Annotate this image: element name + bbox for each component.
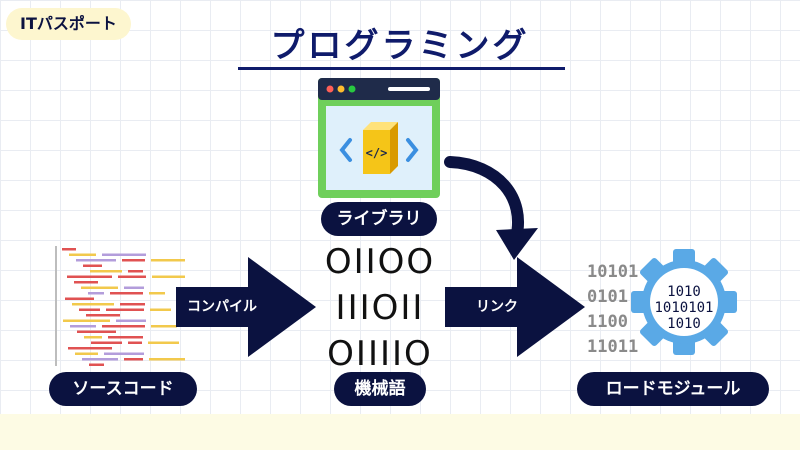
code-line-segment: [116, 319, 146, 322]
code-line-segment: [79, 308, 100, 311]
compile-arrow: [176, 257, 316, 357]
code-line-segment: [151, 259, 185, 262]
window-dot-red: [326, 85, 334, 93]
code-line-segment: [152, 275, 185, 278]
code-line-segment: [86, 314, 120, 317]
library-pill: ライブラリ: [321, 202, 437, 236]
gear-icon: [631, 249, 737, 355]
code-line-segment: [77, 330, 116, 333]
gear-bits-2: 1010101: [654, 300, 714, 316]
gear-bits-3: 1010: [667, 316, 701, 332]
link-arrow: [445, 257, 585, 357]
code-line-segment: [63, 319, 110, 322]
code-line-segment: [128, 341, 142, 344]
library-window-icon: </>: [318, 78, 440, 198]
code-line-segment: [124, 286, 144, 289]
gear-bits: 1010 1010101 1010: [644, 284, 724, 332]
code-line-segment: [102, 325, 145, 328]
category-tag: ITパスポート: [6, 8, 131, 40]
code-line-segment: [108, 336, 143, 339]
code-line-segment: [84, 336, 102, 339]
machine-code-pill: 機械語: [334, 372, 426, 406]
svg-text:</>: </>: [366, 146, 388, 160]
title-underline: [238, 67, 565, 70]
code-line-segment: [69, 253, 96, 256]
code-line-segment: [91, 341, 122, 344]
code-line-segment: [90, 270, 122, 273]
code-line-segment: [68, 347, 112, 350]
code-line-segment: [72, 303, 114, 306]
code-line-segment: [81, 286, 118, 289]
machine-code-line-1: OIIOO: [324, 242, 436, 282]
code-line-segment: [149, 292, 165, 295]
code-line-segment: [124, 358, 143, 361]
load-module-bits-3: 1100: [587, 312, 628, 332]
bottom-band: [0, 414, 800, 450]
source-code-illustration: [55, 246, 185, 366]
code-line-segment: [149, 358, 185, 361]
code-line-segment: [122, 259, 145, 262]
window-dot-green: [348, 85, 356, 93]
machine-code-line-2: IIIOII: [335, 288, 425, 328]
code-line-segment: [89, 363, 104, 366]
load-module-pill: ロードモジュール: [577, 372, 769, 406]
chevron-left-icon: [339, 138, 352, 162]
window-dot-yellow: [337, 85, 345, 93]
code-line-segment: [118, 275, 146, 278]
code-line-segment: [76, 259, 116, 262]
load-module-bits-1: 10101: [587, 262, 639, 282]
compile-label: コンパイル: [187, 299, 257, 315]
load-module-bits-4: 11011: [587, 337, 639, 357]
machine-code-line-3: OIIIIO: [327, 334, 433, 374]
code-line-segment: [104, 352, 144, 355]
code-line-segment: [148, 341, 179, 344]
code-line-segment: [110, 292, 143, 295]
code-line-segment: [150, 308, 171, 311]
code-line-segment: [70, 325, 96, 328]
source-code-pill: ソースコード: [49, 372, 197, 406]
curved-arrow: [444, 156, 538, 260]
load-module-bits-2: 0101: [587, 287, 628, 307]
code-line-segment: [83, 264, 102, 267]
code-line-segment: [67, 275, 112, 278]
chevron-right-icon: [406, 138, 419, 162]
code-line-segment: [120, 303, 145, 306]
code-line-segment: [74, 281, 98, 284]
code-line-segment: [75, 352, 98, 355]
code-line-segment: [88, 292, 104, 295]
page-title: プログラミング: [270, 26, 530, 66]
code-cube-icon: </>: [363, 122, 398, 174]
code-line-segment: [62, 248, 76, 251]
code-line-segment: [151, 325, 177, 328]
code-line-segment: [106, 308, 144, 311]
code-line-segment: [82, 358, 118, 361]
code-line-segment: [65, 297, 94, 300]
code-line-segment: [128, 270, 143, 273]
link-label: リンク: [476, 299, 518, 315]
code-line-segment: [102, 253, 146, 256]
gear-bits-1: 1010: [667, 284, 701, 300]
